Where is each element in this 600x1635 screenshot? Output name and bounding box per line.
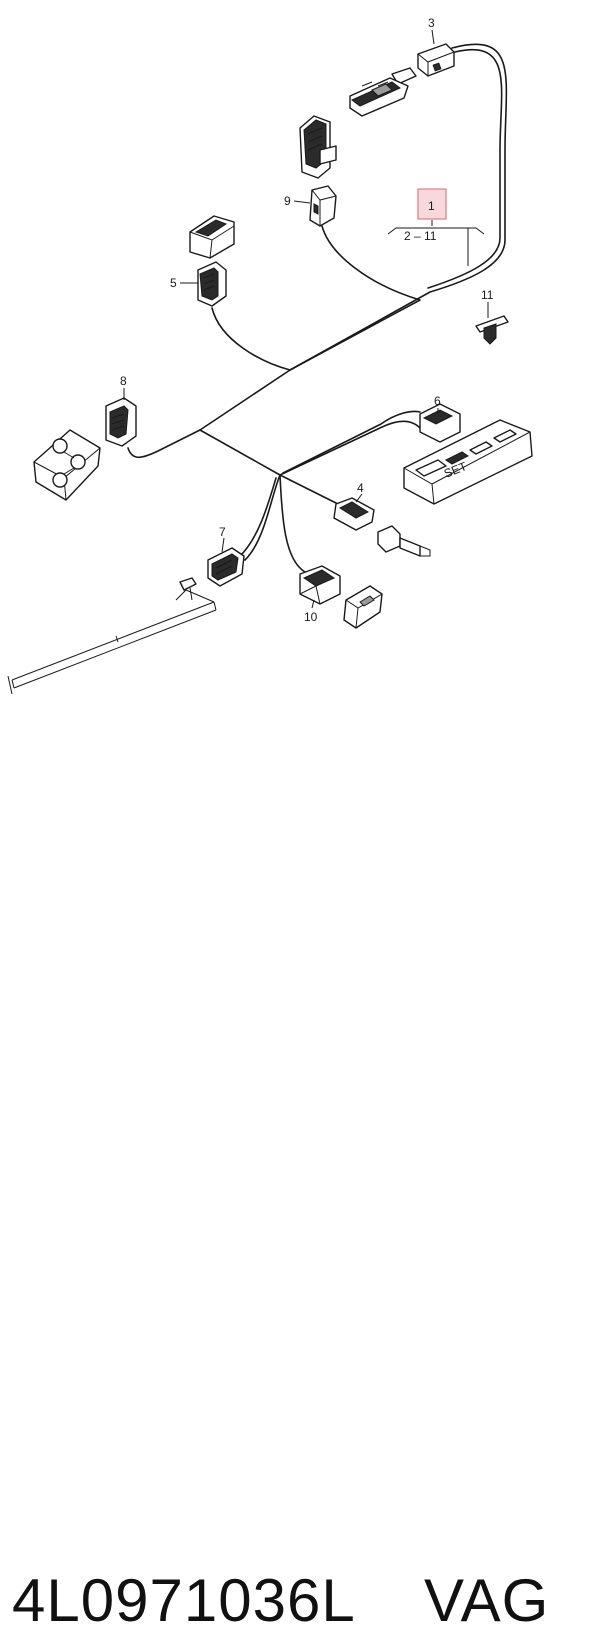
callout-1: 1 bbox=[428, 199, 435, 213]
window-switch-left bbox=[189, 215, 235, 259]
callout-1-range: 2 – 11 bbox=[404, 229, 437, 243]
caption-bar: 4L0971036L VAG bbox=[0, 780, 600, 1634]
callout-1-highlight bbox=[417, 188, 447, 220]
connector-3 bbox=[391, 43, 455, 85]
callout-8: 8 bbox=[120, 374, 127, 388]
callout-4: 4 bbox=[357, 481, 364, 495]
callout-5: 5 bbox=[170, 276, 177, 290]
connector-5 bbox=[197, 261, 227, 307]
connector-7 bbox=[207, 547, 245, 587]
callout-7: 7 bbox=[219, 525, 226, 539]
callout-9: 9 bbox=[284, 194, 291, 208]
switch-housing-top bbox=[349, 77, 409, 117]
wiring-harness-diagram: SET bbox=[7, 16, 533, 695]
connector-10 bbox=[299, 565, 341, 605]
callout-6: 6 bbox=[434, 394, 441, 408]
part-number: 4L0971036L bbox=[12, 1567, 356, 1634]
connector-4-adapter bbox=[377, 525, 431, 557]
callout-10: 10 bbox=[304, 610, 318, 624]
mirror-switch bbox=[33, 429, 101, 501]
harness-wires bbox=[127, 43, 508, 573]
switch-lever-center bbox=[299, 115, 337, 179]
multifunction-switch-6: SET bbox=[403, 403, 533, 505]
ground-strip bbox=[7, 577, 217, 695]
connector-4 bbox=[333, 497, 375, 531]
clip-11 bbox=[475, 315, 509, 345]
callout-leaders bbox=[123, 29, 489, 609]
switch-button-10 bbox=[343, 585, 383, 629]
callout-11: 11 bbox=[481, 288, 494, 302]
callout-3: 3 bbox=[428, 16, 435, 30]
brand-label: VAG bbox=[424, 1567, 550, 1634]
connector-8 bbox=[105, 397, 137, 447]
connector-9 bbox=[309, 185, 337, 227]
